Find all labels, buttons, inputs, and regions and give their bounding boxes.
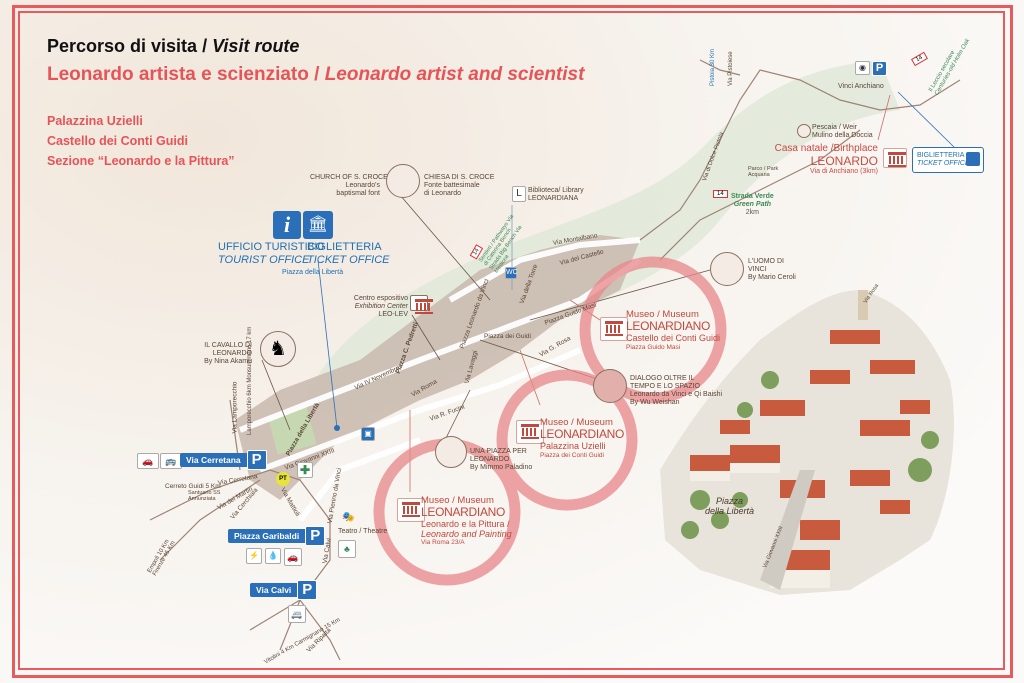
tourist-office-place: Piazza della Libertà (282, 269, 344, 276)
bus-icon: 🚌 (160, 453, 182, 469)
museum-icon[interactable] (516, 420, 544, 444)
direction-label: Cerreto Guidi 5 Km (165, 483, 221, 490)
section-item: Palazzina Uzielli (47, 114, 143, 128)
star-sculpture-icon[interactable] (435, 436, 467, 468)
exhibition-icon[interactable] (410, 295, 433, 314)
section-item: Sezione “Leonardo e la Pittura” (47, 154, 235, 168)
baptismal-font-icon[interactable] (386, 164, 420, 198)
via-pistoiese-label: Via Pistoiese (728, 51, 734, 86)
section-item: Castello dei Conti Guidi (47, 134, 188, 148)
direction-label: Santuario SS Annunziata (188, 490, 221, 502)
library-icon[interactable]: L (512, 186, 526, 202)
museum-icon[interactable] (397, 498, 425, 522)
post-office-icon: PT (276, 472, 290, 486)
birthplace-icon[interactable] (883, 148, 907, 168)
camper-icon: 🚐 (288, 605, 306, 623)
museum-icon[interactable]: 🏛 (303, 211, 333, 239)
street-label: Via Lamporecchio (231, 381, 239, 434)
town-blocks (235, 235, 640, 500)
info-icon[interactable]: i (273, 211, 301, 239)
uomo-vinci-icon[interactable] (710, 252, 744, 286)
museum-icon[interactable] (600, 317, 628, 341)
direction-label: Lamporecchio 6km Monsummano 17 km (247, 326, 253, 435)
toilet-icon: WC (505, 267, 518, 279)
museum-icon (966, 152, 980, 166)
parking-anchiano[interactable]: P (872, 60, 887, 76)
page-title: Percorso di visita / Visit route (47, 36, 300, 56)
theatre-label: Teatro / Theatre (338, 528, 388, 535)
viewpoint-icon[interactable]: ◉ (855, 61, 870, 75)
pistoia-direction: Pistoia 30 Km (710, 48, 716, 86)
horse-icon[interactable]: ♞ (260, 331, 296, 367)
street-label: Piazza dei Guidi (484, 333, 531, 340)
route-subtitle: Leonardo artista e scienziato / Leonardo… (47, 64, 585, 85)
theatre-icon: 🎭 (342, 512, 355, 523)
illustrated-town (660, 290, 954, 595)
route-14-sign: 14 (713, 190, 728, 198)
weir-icon (797, 124, 811, 138)
charging-icon: ⚡ (246, 548, 262, 564)
vinci-anchiano-label: Vinci Anchiano (838, 83, 884, 90)
car-icon: 🚗 (137, 453, 159, 469)
water-icon: 💧 (265, 548, 281, 564)
car-icon: 🚗 (284, 548, 302, 566)
bus-stop-icon: ▣ (361, 427, 375, 441)
park-icon: ♣ (338, 540, 356, 558)
dialogo-sculpture-icon[interactable] (593, 369, 627, 403)
pharmacy-icon: ✚ (297, 462, 313, 478)
